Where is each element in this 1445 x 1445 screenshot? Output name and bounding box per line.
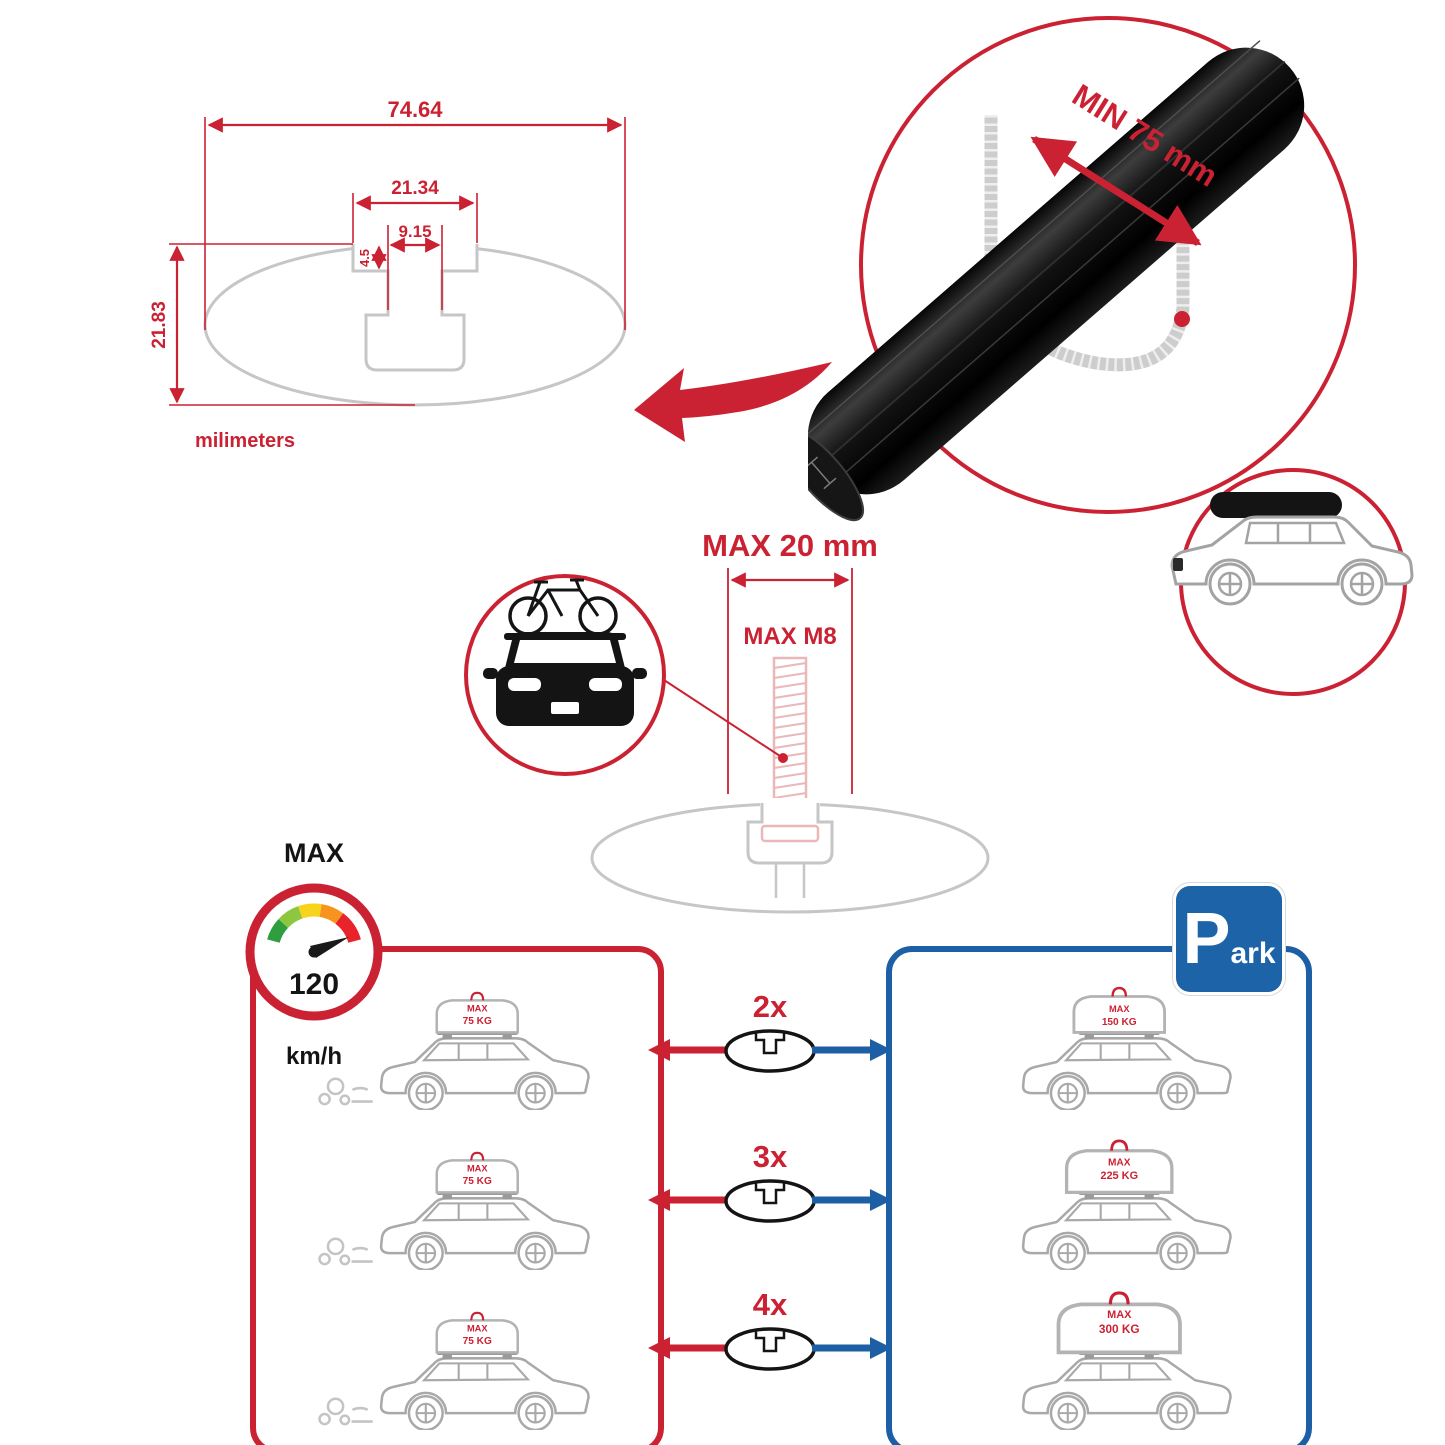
profile-with-bolt [590,798,990,914]
car-parked-icon: MAX 150 KG [1021,986,1232,1110]
suv-outline-icon [379,1189,590,1270]
crossbar-ellipse-icon [724,1179,816,1223]
dimension-diagram: 74.64 21.34 9.15 4.5 21.83 milimeters [149,97,627,452]
suv-outline-icon [1021,1189,1232,1270]
t-slot-outline [351,244,479,372]
multiplier-label: 3x [752,1139,788,1174]
park-sign-suffix: ark [1230,937,1276,970]
car-moving-icon: MAX 75 KG [318,1151,590,1270]
headlight-left [508,678,541,691]
cargo-weight-label: 75 KG [463,1176,492,1187]
crossbar-count-graphic [648,1327,892,1371]
bolt-thread-label: MAX M8 [743,623,836,650]
gauge-speed-unit: km/h [286,1043,342,1070]
cargo-max-label: MAX [1109,1004,1130,1014]
car-parked-icon: MAX 300 KG [1021,1291,1232,1430]
car-front-icon [483,632,647,726]
gauge-speed-value: 120 [289,968,339,1001]
suv-roofbox-circle [1170,468,1414,696]
bolt-max-width-label: MAX 20 mm [702,528,878,563]
dim-total-height: 21.83 [149,301,170,349]
bolt-dimension-lines [727,568,853,794]
bolt-t-head [760,824,820,843]
parked-load-panel: MAX 150 KG MAX 225 KG MAX 300 KG [886,946,1312,1445]
curved-arrow-icon [634,362,832,442]
park-sign-letter: P [1182,899,1231,979]
blue-arrow-right-icon [870,1039,892,1062]
cargo-max-label: MAX [467,1323,488,1333]
bolt-diagram: MAX 20 mm MAX M8 [590,528,990,914]
cargo-max-label: MAX [467,1163,488,1173]
crossbar-detail-circle: MIN 75 mm [808,16,1357,522]
bolt-leader-line [663,679,784,759]
crossbar-count-graphic [648,1179,892,1223]
cargo-weight-label: 225 KG [1100,1170,1138,1182]
dim-slot-step-depth: 4.5 [357,249,372,267]
crossbar-ellipse-icon [724,1029,816,1073]
multiplier-label: 4x [752,1287,788,1322]
bike-icon [508,578,618,636]
gauge-arc-segments [267,903,361,944]
dimension-arrows [169,117,623,404]
suv-outline-icon [379,1349,590,1430]
units-label: milimeters [195,430,295,452]
bolt-pointer-dot [778,753,788,763]
blue-arrow-right-icon [870,1337,892,1360]
gauge-needle [310,937,349,958]
crossbar-count-graphic [648,1029,892,1073]
car-moving-icon: MAX 75 KG [318,991,590,1110]
gauge-pivot [308,946,320,958]
motion-dust-icon [318,1397,374,1426]
gauge-max-label: MAX [284,838,344,868]
cargo-max-label: MAX [1108,1157,1131,1168]
red-arrow-left-icon [648,1039,670,1062]
headlight-right [589,678,622,691]
license-plate [551,702,579,714]
multiplier-row: 4x [648,1287,892,1388]
suv-roofbox-icon [1170,492,1414,606]
car-moving-icon: MAX 75 KG [318,1311,590,1430]
suv-outline-icon [379,1029,590,1110]
crossbar-ellipse-icon [724,1327,816,1371]
car-bike-circle [464,574,666,776]
multiplier-row: 2x [648,989,892,1090]
dim-slot-inner-width: 9.15 [398,222,431,241]
dim-slot-outer-width: 21.34 [391,178,439,199]
motion-dust-icon [318,1237,374,1266]
dimension-lines [169,117,626,406]
multiplier-row: 3x [648,1139,892,1240]
suv-outline-icon [1021,1029,1232,1110]
clamp-pointer-dot [1174,311,1190,327]
blue-arrow-right-icon [870,1189,892,1212]
dim-total-width: 74.64 [387,97,443,122]
cargo-max-label: MAX [467,1003,488,1013]
cargo-weight-label: 75 KG [463,1336,492,1347]
speed-gauge: MAX 120 km/h [245,838,383,1070]
cargo-weight-label: 150 KG [1102,1017,1137,1028]
min-clamp-arrow [1030,136,1202,246]
cargo-weight-label: 300 KG [1099,1322,1140,1336]
car-parked-icon: MAX 225 KG [1021,1139,1232,1270]
motion-dust-icon [318,1077,374,1106]
multiplier-label: 2x [752,989,788,1024]
red-arrow-left-icon [648,1189,670,1212]
cargo-weight-label: 75 KG [463,1016,492,1027]
suv-outline-icon [1021,1349,1232,1430]
cargo-max-label: MAX [1107,1309,1132,1321]
red-arrow-left-icon [648,1337,670,1360]
